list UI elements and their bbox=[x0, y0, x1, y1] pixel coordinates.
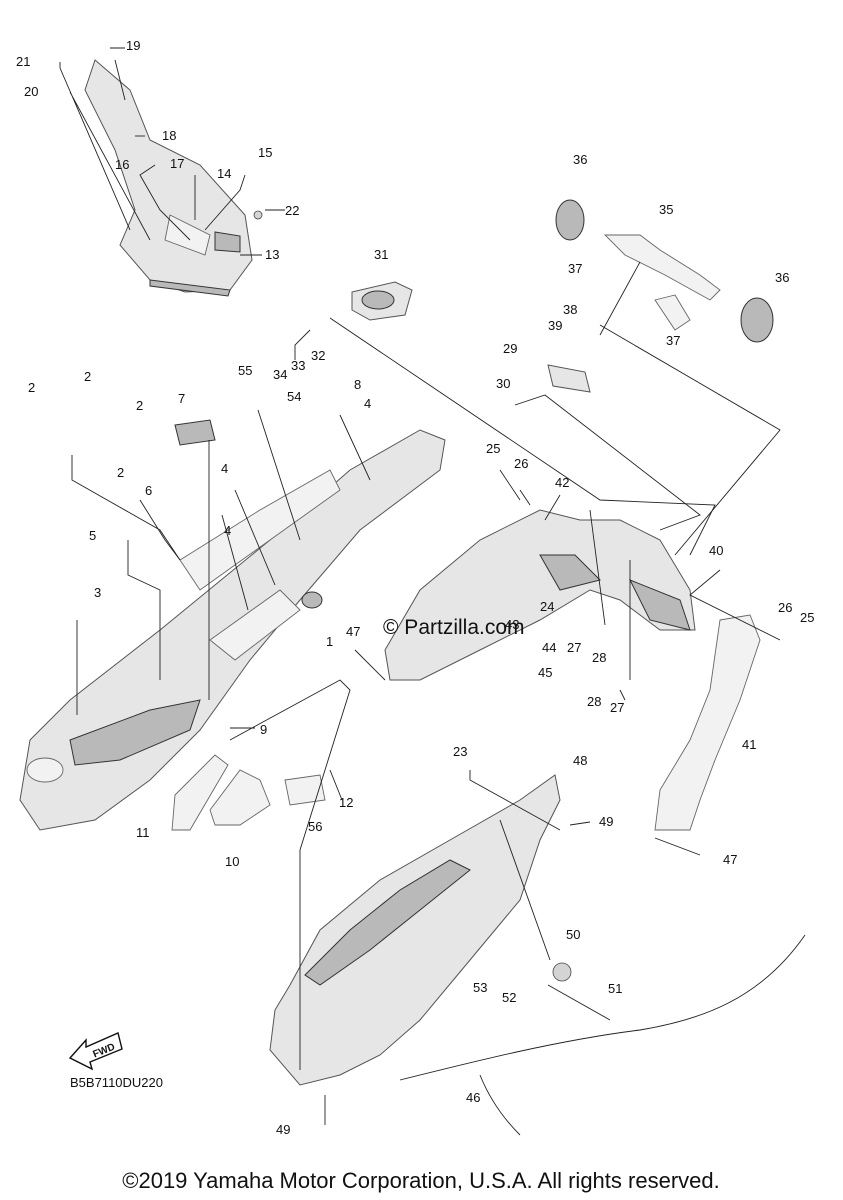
callout-label: 27 bbox=[610, 700, 624, 715]
callout-label: 35 bbox=[659, 202, 673, 217]
callout-label: 50 bbox=[566, 927, 580, 942]
callout-label: 30 bbox=[496, 376, 510, 391]
callout-label: 2 bbox=[136, 398, 143, 413]
callout-label: 55 bbox=[238, 363, 252, 378]
callout-label: 39 bbox=[548, 318, 562, 333]
gaskets-10-11 bbox=[171, 754, 326, 831]
callout-label: 47 bbox=[723, 852, 737, 867]
callout-label: 48 bbox=[573, 753, 587, 768]
part-35-bracket bbox=[555, 199, 774, 343]
callout-label: 52 bbox=[502, 990, 516, 1005]
callout-label: 20 bbox=[24, 84, 38, 99]
callout-label: 13 bbox=[265, 247, 279, 262]
callout-label: 47 bbox=[346, 624, 360, 639]
callout-label: 14 bbox=[217, 166, 231, 181]
callout-label: 15 bbox=[258, 145, 272, 160]
callout-label: 26 bbox=[514, 456, 528, 471]
callout-label: 43 bbox=[505, 617, 519, 632]
callout-label: 4 bbox=[224, 523, 231, 538]
callout-label: 37 bbox=[666, 333, 680, 348]
callout-label: 21 bbox=[16, 54, 30, 69]
callout-label: 3 bbox=[94, 585, 101, 600]
part-29-plate bbox=[547, 364, 591, 393]
diagram-code: B5B7110DU220 bbox=[70, 1075, 163, 1090]
watermark: © Partzilla.com bbox=[383, 616, 525, 639]
callout-label: 10 bbox=[225, 854, 239, 869]
callout-label: 16 bbox=[115, 157, 129, 172]
callout-label: 12 bbox=[339, 795, 353, 810]
fwd-arrow: FWD bbox=[68, 1032, 123, 1071]
callout-label: 18 bbox=[162, 128, 176, 143]
callout-label: 9 bbox=[260, 722, 267, 737]
callout-label: 11 bbox=[136, 825, 150, 840]
callout-label: 4 bbox=[364, 396, 371, 411]
copyright-footer: ©2019 Yamaha Motor Corporation, U.S.A. A… bbox=[122, 1168, 719, 1193]
callout-label: 28 bbox=[592, 650, 606, 665]
callout-label: 37 bbox=[568, 261, 582, 276]
callout-label: 2 bbox=[117, 465, 124, 480]
callout-label: 6 bbox=[145, 483, 152, 498]
callout-label: 36 bbox=[775, 270, 789, 285]
callout-label: 54 bbox=[287, 389, 301, 404]
callout-label: 17 bbox=[170, 156, 184, 171]
callout-label: 41 bbox=[742, 737, 756, 752]
callout-label: 2 bbox=[84, 369, 91, 384]
callout-label: 42 bbox=[555, 475, 569, 490]
callout-label: 27 bbox=[567, 640, 581, 655]
callout-label: 24 bbox=[540, 599, 554, 614]
callout-label: 23 bbox=[453, 744, 467, 759]
main-frame-part-1 bbox=[19, 419, 446, 831]
callout-label: 49 bbox=[599, 814, 613, 829]
callout-label: 36 bbox=[573, 152, 587, 167]
callout-label: 44 bbox=[542, 640, 556, 655]
callout-label: 8 bbox=[354, 377, 361, 392]
callout-label: 29 bbox=[503, 341, 517, 356]
callout-label: 49 bbox=[276, 1122, 290, 1137]
callout-label: 40 bbox=[709, 543, 723, 558]
callout-label: 56 bbox=[308, 819, 322, 834]
callout-label: 1 bbox=[326, 634, 333, 649]
callout-label: 22 bbox=[285, 203, 299, 218]
callout-label: 53 bbox=[473, 980, 487, 995]
callout-label: 25 bbox=[486, 441, 500, 456]
leader-lines bbox=[59, 47, 781, 1125]
callout-label: 2 bbox=[28, 380, 35, 395]
callout-label: 19 bbox=[126, 38, 140, 53]
callout-label: 32 bbox=[311, 348, 325, 363]
callout-label: 33 bbox=[291, 358, 305, 373]
callout-label: 38 bbox=[563, 302, 577, 317]
upper-bracket-assembly bbox=[84, 59, 263, 297]
part-31-housing bbox=[351, 281, 413, 321]
callout-label: 5 bbox=[89, 528, 96, 543]
lower-cover-part-48 bbox=[269, 774, 572, 1086]
callout-label: 4 bbox=[221, 461, 228, 476]
duct-part-24 bbox=[384, 509, 696, 681]
callout-label: 46 bbox=[466, 1090, 480, 1105]
callout-label: 45 bbox=[538, 665, 552, 680]
callout-label: 51 bbox=[608, 981, 622, 996]
hose-part-46 bbox=[399, 934, 806, 1136]
callout-label: 31 bbox=[374, 247, 388, 262]
callout-label: 28 bbox=[587, 694, 601, 709]
bracket-part-41 bbox=[654, 614, 761, 831]
callout-label: 34 bbox=[273, 367, 287, 382]
callout-labels: 1 2 2 2 2 3 4 4 4 5 6 7 8 9 10 11 12 13 … bbox=[16, 38, 814, 1137]
callout-label: 25 bbox=[800, 610, 814, 625]
callout-label: 7 bbox=[178, 391, 185, 406]
callout-label: 26 bbox=[778, 600, 792, 615]
